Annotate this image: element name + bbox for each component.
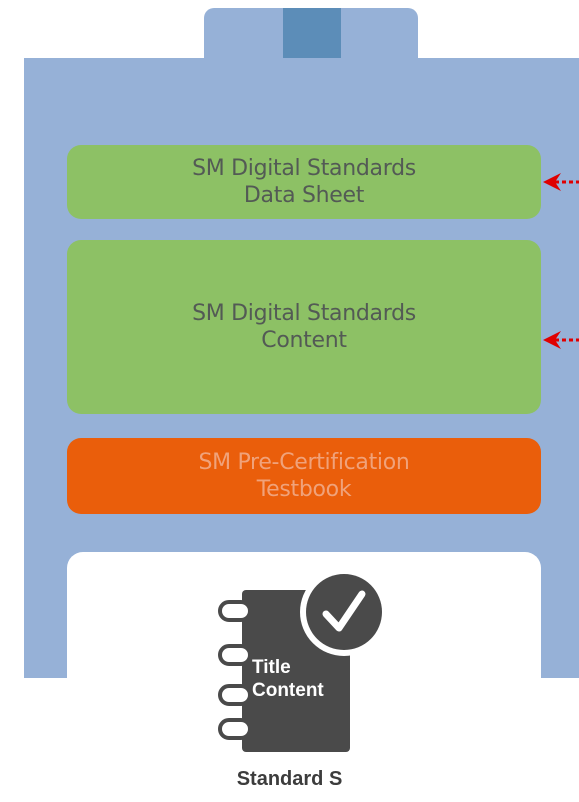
testbook-block-line1: SM Pre-Certification: [198, 450, 410, 475]
content-arrow-icon: [543, 331, 579, 349]
data-sheet-block: SM Digital Standards Data Sheet: [67, 145, 541, 219]
notebook-icon-label-line1: Title: [252, 657, 291, 678]
notebook-icon-label-line2: Content: [252, 680, 324, 701]
data-sheet-arrow-icon: [543, 173, 579, 191]
data-sheet-block-line1: SM Digital Standards: [192, 156, 416, 181]
testbook-block-line2: Testbook: [256, 477, 352, 502]
data-sheet-block-line2: Data Sheet: [243, 183, 365, 208]
caption: Standard S: [236, 768, 343, 790]
content-block-line1: SM Digital Standards: [192, 301, 416, 326]
testbook-block: SM Pre-Certification Testbook: [67, 438, 541, 514]
notebook-icon-label: Title Content: [252, 656, 324, 702]
tab-connector: [283, 8, 341, 60]
content-block-line2: Content: [261, 328, 347, 353]
checked-notebook-icon: [218, 568, 388, 752]
content-block: SM Digital Standards Content: [67, 240, 541, 414]
